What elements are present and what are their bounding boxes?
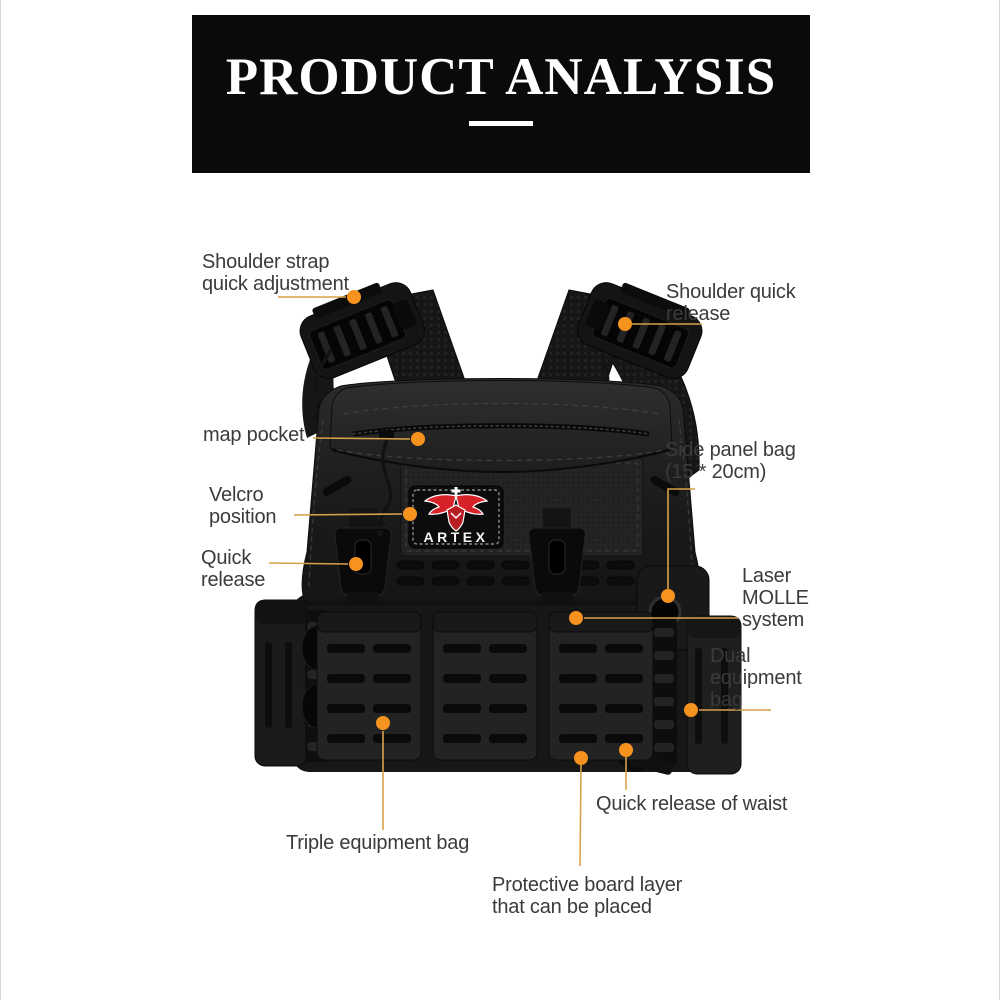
label-velcro-position: Velcro position — [209, 484, 277, 528]
label-shoulder-quick-release: Shoulder quick release — [666, 281, 796, 325]
label-quick-release: Quick release — [201, 547, 266, 591]
chest-buckle-right — [528, 508, 586, 606]
map-pocket-flap — [329, 380, 673, 536]
label-dual-equipment-bag: Dual equipment bag — [710, 645, 802, 711]
label-side-panel-bag: Side panel bag (15 * 20cm) — [665, 439, 796, 483]
header-banner: PRODUCT ANALYSIS — [192, 15, 810, 173]
page-title: PRODUCT ANALYSIS — [225, 48, 777, 106]
chest-buckle-left — [334, 508, 392, 606]
label-laser-molle-system: Laser MOLLE system — [742, 565, 809, 631]
left-shoulder-buckle — [299, 282, 426, 379]
label-map-pocket: map pocket — [203, 424, 305, 446]
label-protective-board-layer: Protective board layer that can be place… — [492, 874, 683, 918]
artex-logo — [423, 487, 489, 532]
label-triple-equipment-bag: Triple equipment bag — [286, 832, 470, 854]
title-underline — [469, 121, 533, 126]
label-quick-release-of-waist: Quick release of waist — [596, 793, 788, 815]
left-pull-cord — [314, 349, 333, 421]
brand-text: ARTEX — [424, 529, 489, 545]
label-shoulder-strap-quick-adjustment: Shoulder strap quick adjustment — [202, 251, 349, 295]
triple-equipment-bag — [316, 611, 654, 761]
molle-slots — [396, 560, 635, 586]
artex-patch: ARTEX — [408, 485, 504, 549]
zipper-pull-cord — [379, 439, 393, 521]
